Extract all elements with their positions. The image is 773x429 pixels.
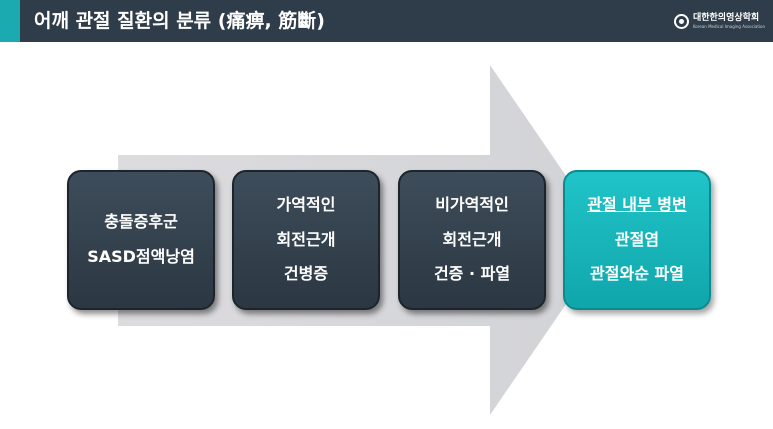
box-line: 비가역적인 bbox=[435, 194, 509, 214]
box-line: 회전근개 bbox=[442, 229, 502, 249]
box-line: 가역적인 bbox=[276, 194, 336, 214]
box-reversible-tendinopathy: 가역적인 회전근개 건병증 bbox=[232, 170, 380, 310]
logo-name: 대한한의영상학회 bbox=[692, 12, 760, 23]
box-irreversible-tear: 비가역적인 회전근개 건증 · 파열 bbox=[398, 170, 546, 310]
box-line: 충돌증후군 bbox=[104, 212, 178, 232]
header-accent-bar bbox=[0, 0, 20, 42]
box-impingement: 충돌증후군 SASD점액낭염 bbox=[67, 170, 215, 310]
page-title: 어깨 관절 질환의 분류 (痛痹, 筋斷) bbox=[34, 10, 325, 32]
box-line: 회전근개 bbox=[276, 229, 336, 249]
box-line: 관절와순 파열 bbox=[590, 264, 684, 284]
header-bar: 어깨 관절 질환의 분류 (痛痹, 筋斷) 대한한의영상학회 Korean Me… bbox=[0, 0, 773, 42]
logo-emblem-icon bbox=[673, 13, 689, 29]
box-line: 건증 · 파열 bbox=[433, 264, 511, 284]
association-logo: 대한한의영상학회 Korean Medical Imaging Associat… bbox=[673, 10, 765, 32]
box-heading-link[interactable]: 관절 내부 병변 bbox=[587, 194, 687, 214]
logo-subtitle: Korean Medical Imaging Association bbox=[692, 23, 765, 29]
box-intra-articular: 관절 내부 병변 관절염 관절와순 파열 bbox=[563, 170, 711, 310]
box-line: SASD점액낭염 bbox=[87, 247, 195, 266]
box-line: 건병증 bbox=[283, 264, 329, 284]
box-line: 관절염 bbox=[614, 229, 660, 249]
